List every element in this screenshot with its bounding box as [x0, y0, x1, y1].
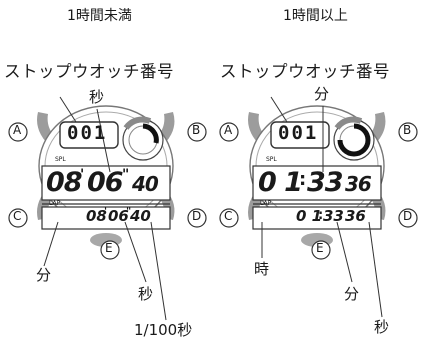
left-main-minutes: 08 [46, 167, 83, 198]
right-button-a-label: A [224, 123, 233, 137]
left-label-second: 秒 [138, 285, 154, 303]
right-main-display [252, 165, 382, 201]
left-button-c-label: C [13, 209, 22, 223]
right-spl-tag: SPL [266, 156, 277, 163]
left-button-d-marker [187, 208, 207, 228]
left-button-d-label: D [192, 209, 202, 223]
left-sec-mark: " [122, 167, 130, 183]
right-label-minute: 分 [344, 285, 360, 303]
left-label-minute: 分 [36, 266, 52, 284]
left-dial-segment [142, 123, 159, 144]
right-upper-display [270, 121, 330, 149]
left-label-hundredth: 1/100秒 [134, 321, 193, 339]
right-lap-minutes: 33 [323, 207, 344, 225]
right-label-minute-top: 分 [314, 85, 330, 103]
right-lap-hours: 0 1 [296, 207, 323, 225]
right-lap-tag: LAP [260, 200, 272, 207]
right-button-b-label: B [403, 123, 412, 137]
right-caption: 1時間以上 [283, 8, 348, 24]
right-dial-segment [337, 123, 371, 157]
right-main-seconds: 36 [345, 172, 372, 196]
left-main-hundredths: 40 [132, 172, 159, 196]
left-title: ストップウオッチ番号 [4, 62, 174, 81]
right-main-minutes: 33 [307, 167, 344, 198]
left-caption: 1時間未満 [67, 8, 132, 24]
left-lap-display [41, 206, 171, 230]
right-title: ストップウオッチ番号 [220, 62, 390, 81]
left-button-a-label: A [13, 123, 22, 137]
left-lap-seconds: 06 [108, 207, 129, 225]
right-lap-display [252, 206, 382, 230]
left-spl-tag: SPL [55, 156, 66, 163]
right-upper-display-value: 001 [278, 122, 319, 144]
left-button-a-marker [8, 122, 28, 142]
left-min-mark: ' [80, 167, 85, 183]
right-main-hours: 0 1 [258, 167, 303, 198]
left-lap-tag: LAP [49, 200, 61, 207]
right-watch [219, 96, 418, 318]
left-button-b-label: B [192, 123, 201, 137]
right-button-e-label: E [316, 241, 324, 255]
left-upper-display-value: 001 [67, 122, 108, 144]
right-button-c-label: C [224, 209, 233, 223]
left-lap-minutes: 08 [86, 207, 107, 225]
left-main-display [41, 165, 171, 201]
left-label-second-top: 秒 [89, 88, 105, 106]
left-button-c-marker [8, 208, 28, 228]
right-label-second: 秒 [374, 318, 390, 336]
left-dial-bezel-mark [123, 116, 152, 130]
left-button-e-marker [100, 240, 120, 260]
right-label-hour: 時 [254, 260, 270, 278]
left-button-b-marker [187, 122, 207, 142]
left-lap-hundredths: 40 [130, 207, 151, 225]
left-watch [8, 96, 207, 321]
left-button-e-label: E [105, 241, 113, 255]
left-main-seconds: 06 [87, 167, 124, 198]
right-button-d-label: D [403, 209, 413, 223]
right-lap-seconds: 36 [345, 207, 366, 225]
